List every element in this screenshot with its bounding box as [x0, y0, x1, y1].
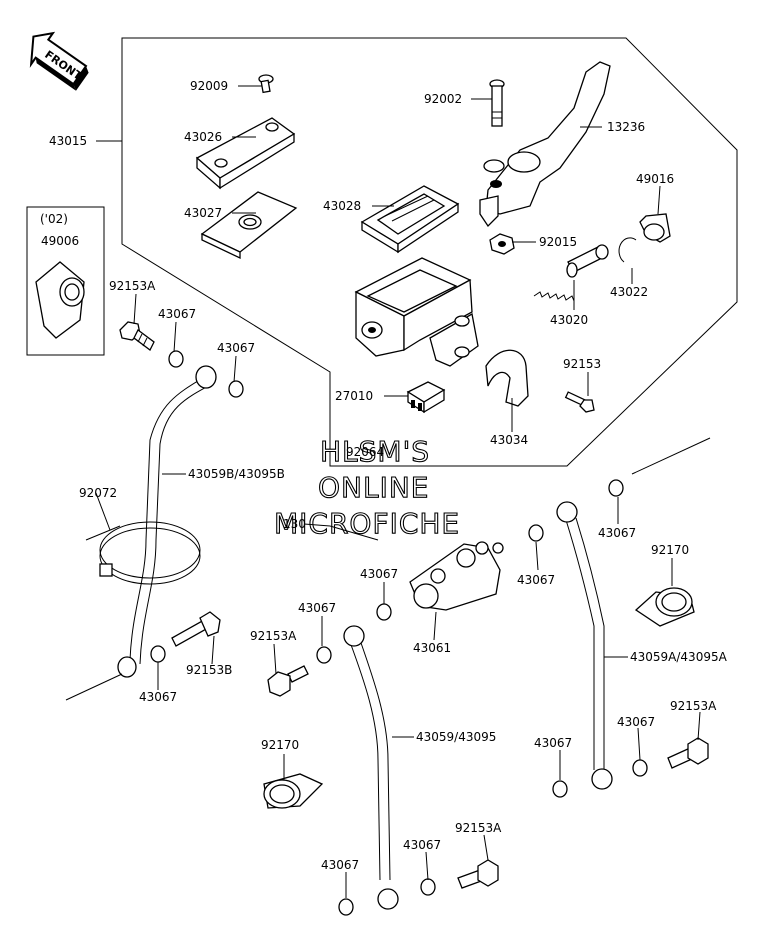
part-switch-27010 [406, 381, 446, 414]
pointer-line [631, 437, 711, 475]
label-92153b: 92153B [186, 663, 232, 677]
part-banjo-bolt-92153a-bottom [457, 859, 499, 889]
label-43026: 43026 [184, 130, 222, 144]
part-banjo-bolt-92153a-mid [267, 665, 309, 697]
label-43059: 43059/43095 [416, 730, 496, 744]
label-43067-g: 43067 [139, 690, 177, 704]
part-clamp-92170-right [634, 587, 695, 627]
label-43059b: 43059B/43095B [188, 467, 285, 481]
label-43067-f: 43067 [298, 601, 336, 615]
part-banjo-bolt-92153a-right [667, 737, 709, 769]
part-130 [329, 525, 379, 541]
label-43067-e: 43067 [360, 567, 398, 581]
part-banjo-bolt-92153a-left [119, 321, 155, 351]
label-92153a-d: 92153A [455, 821, 502, 835]
label-92170-a: 92170 [651, 543, 689, 557]
part-cap-43026 [195, 117, 296, 190]
watermark: HLSM'S ONLINE MICROFICHE [273, 434, 460, 540]
label-13236: 13236 [607, 120, 645, 134]
part-bolt-92153b [171, 611, 221, 647]
label-43067-k: 43067 [321, 858, 359, 872]
label-92064: 92064 [346, 445, 384, 459]
label-92015: 92015 [539, 235, 577, 249]
label-43067-h: 43067 [617, 715, 655, 729]
label-43067-d: 43067 [517, 573, 555, 587]
label-43067-a: 43067 [158, 307, 196, 321]
part-clamp-92170-left [263, 773, 324, 809]
watermark-line-1: HLSM'S [320, 435, 430, 468]
label-43020: 43020 [550, 313, 588, 327]
label-43034: 43034 [490, 433, 528, 447]
leader-lines [95, 85, 701, 898]
variant-box [26, 206, 105, 356]
watermark-line-3: MICROFICHE [274, 507, 460, 540]
label-92153a-c: 92153A [670, 699, 717, 713]
pointer-line [65, 673, 123, 701]
part-bolt-92002 [489, 79, 505, 127]
front-arrow-badge: FRONT [29, 31, 89, 91]
part-circlip-43022 [618, 237, 637, 263]
label-43067-j: 43067 [403, 838, 441, 852]
label-49006: 49006 [41, 234, 79, 248]
part-bolt-92153 [564, 391, 595, 413]
label-variant-note: ('02) [40, 212, 68, 226]
label-43059a: 43059A/43095A [630, 650, 728, 664]
part-screw-92009 [258, 74, 274, 94]
label-92153a-a: 92153A [109, 279, 156, 293]
label-92072: 92072 [79, 486, 117, 500]
hose-43059 [343, 625, 399, 910]
label-43015: 43015 [49, 134, 87, 148]
label-92002: 92002 [424, 92, 462, 106]
part-labels: 92009 92002 43026 43015 13236 49016 4302… [40, 79, 728, 872]
watermark-line-2: ONLINE [318, 471, 429, 504]
hose-43059b [117, 365, 217, 678]
part-lever-13236 [479, 61, 611, 228]
part-piston-43020 [533, 244, 609, 302]
label-43028: 43028 [323, 199, 361, 213]
label-92170-b: 92170 [261, 738, 299, 752]
label-92153a-b: 92153A [250, 629, 297, 643]
label-92009: 92009 [190, 79, 228, 93]
label-27010: 27010 [335, 389, 373, 403]
part-boot-49006 [35, 261, 85, 339]
part-nut-92015 [489, 233, 515, 255]
part-boot-49016 [639, 213, 671, 243]
part-plate-43027 [200, 191, 298, 260]
part-joint-43061 [409, 541, 504, 611]
label-43061: 43061 [413, 641, 451, 655]
part-master-cylinder [354, 257, 479, 367]
washer-group [150, 350, 648, 916]
label-43022: 43022 [610, 285, 648, 299]
part-tie-band-92072 [85, 521, 201, 585]
label-43067-c: 43067 [598, 526, 636, 540]
assembly-boundary [121, 37, 738, 467]
part-diaphragm-43028 [360, 185, 460, 254]
label-92153: 92153 [563, 357, 601, 371]
hose-43059a [556, 501, 613, 790]
part-clamp-43034 [485, 349, 529, 407]
label-43027: 43027 [184, 206, 222, 220]
label-43067-b: 43067 [217, 341, 255, 355]
label-43067-i: 43067 [534, 736, 572, 750]
label-49016: 49016 [636, 172, 674, 186]
label-130: 130 [283, 517, 306, 531]
